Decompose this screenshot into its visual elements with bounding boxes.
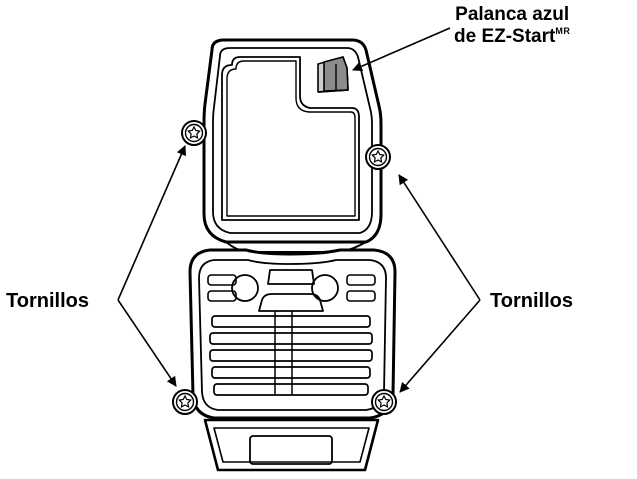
screw-icon-bottom-right (371, 389, 397, 415)
screw-icon-top-left (181, 120, 207, 146)
hinge (225, 241, 367, 253)
ez-start-lever-label: Palanca azul de EZ-StartMR (454, 4, 570, 48)
screws-label-right: Tornillos (490, 290, 573, 312)
ez-start-lever-label-line1: Palanca azul (455, 4, 570, 25)
ez-start-lever-label-line2: de EZ-StartMR (454, 26, 570, 48)
ez-start-lever-label-line2-text: de EZ-Start (454, 25, 556, 47)
ez-start-lever-icon (317, 56, 349, 93)
trademark-superscript: MR (555, 25, 571, 36)
upper-cover (202, 38, 383, 244)
leader-lines (117, 27, 481, 393)
screw-icon-bottom-left (172, 389, 198, 415)
lower-housing (188, 248, 397, 472)
screw-icon-top-right (365, 144, 391, 170)
screws-label-left: Tornillos (6, 290, 89, 312)
